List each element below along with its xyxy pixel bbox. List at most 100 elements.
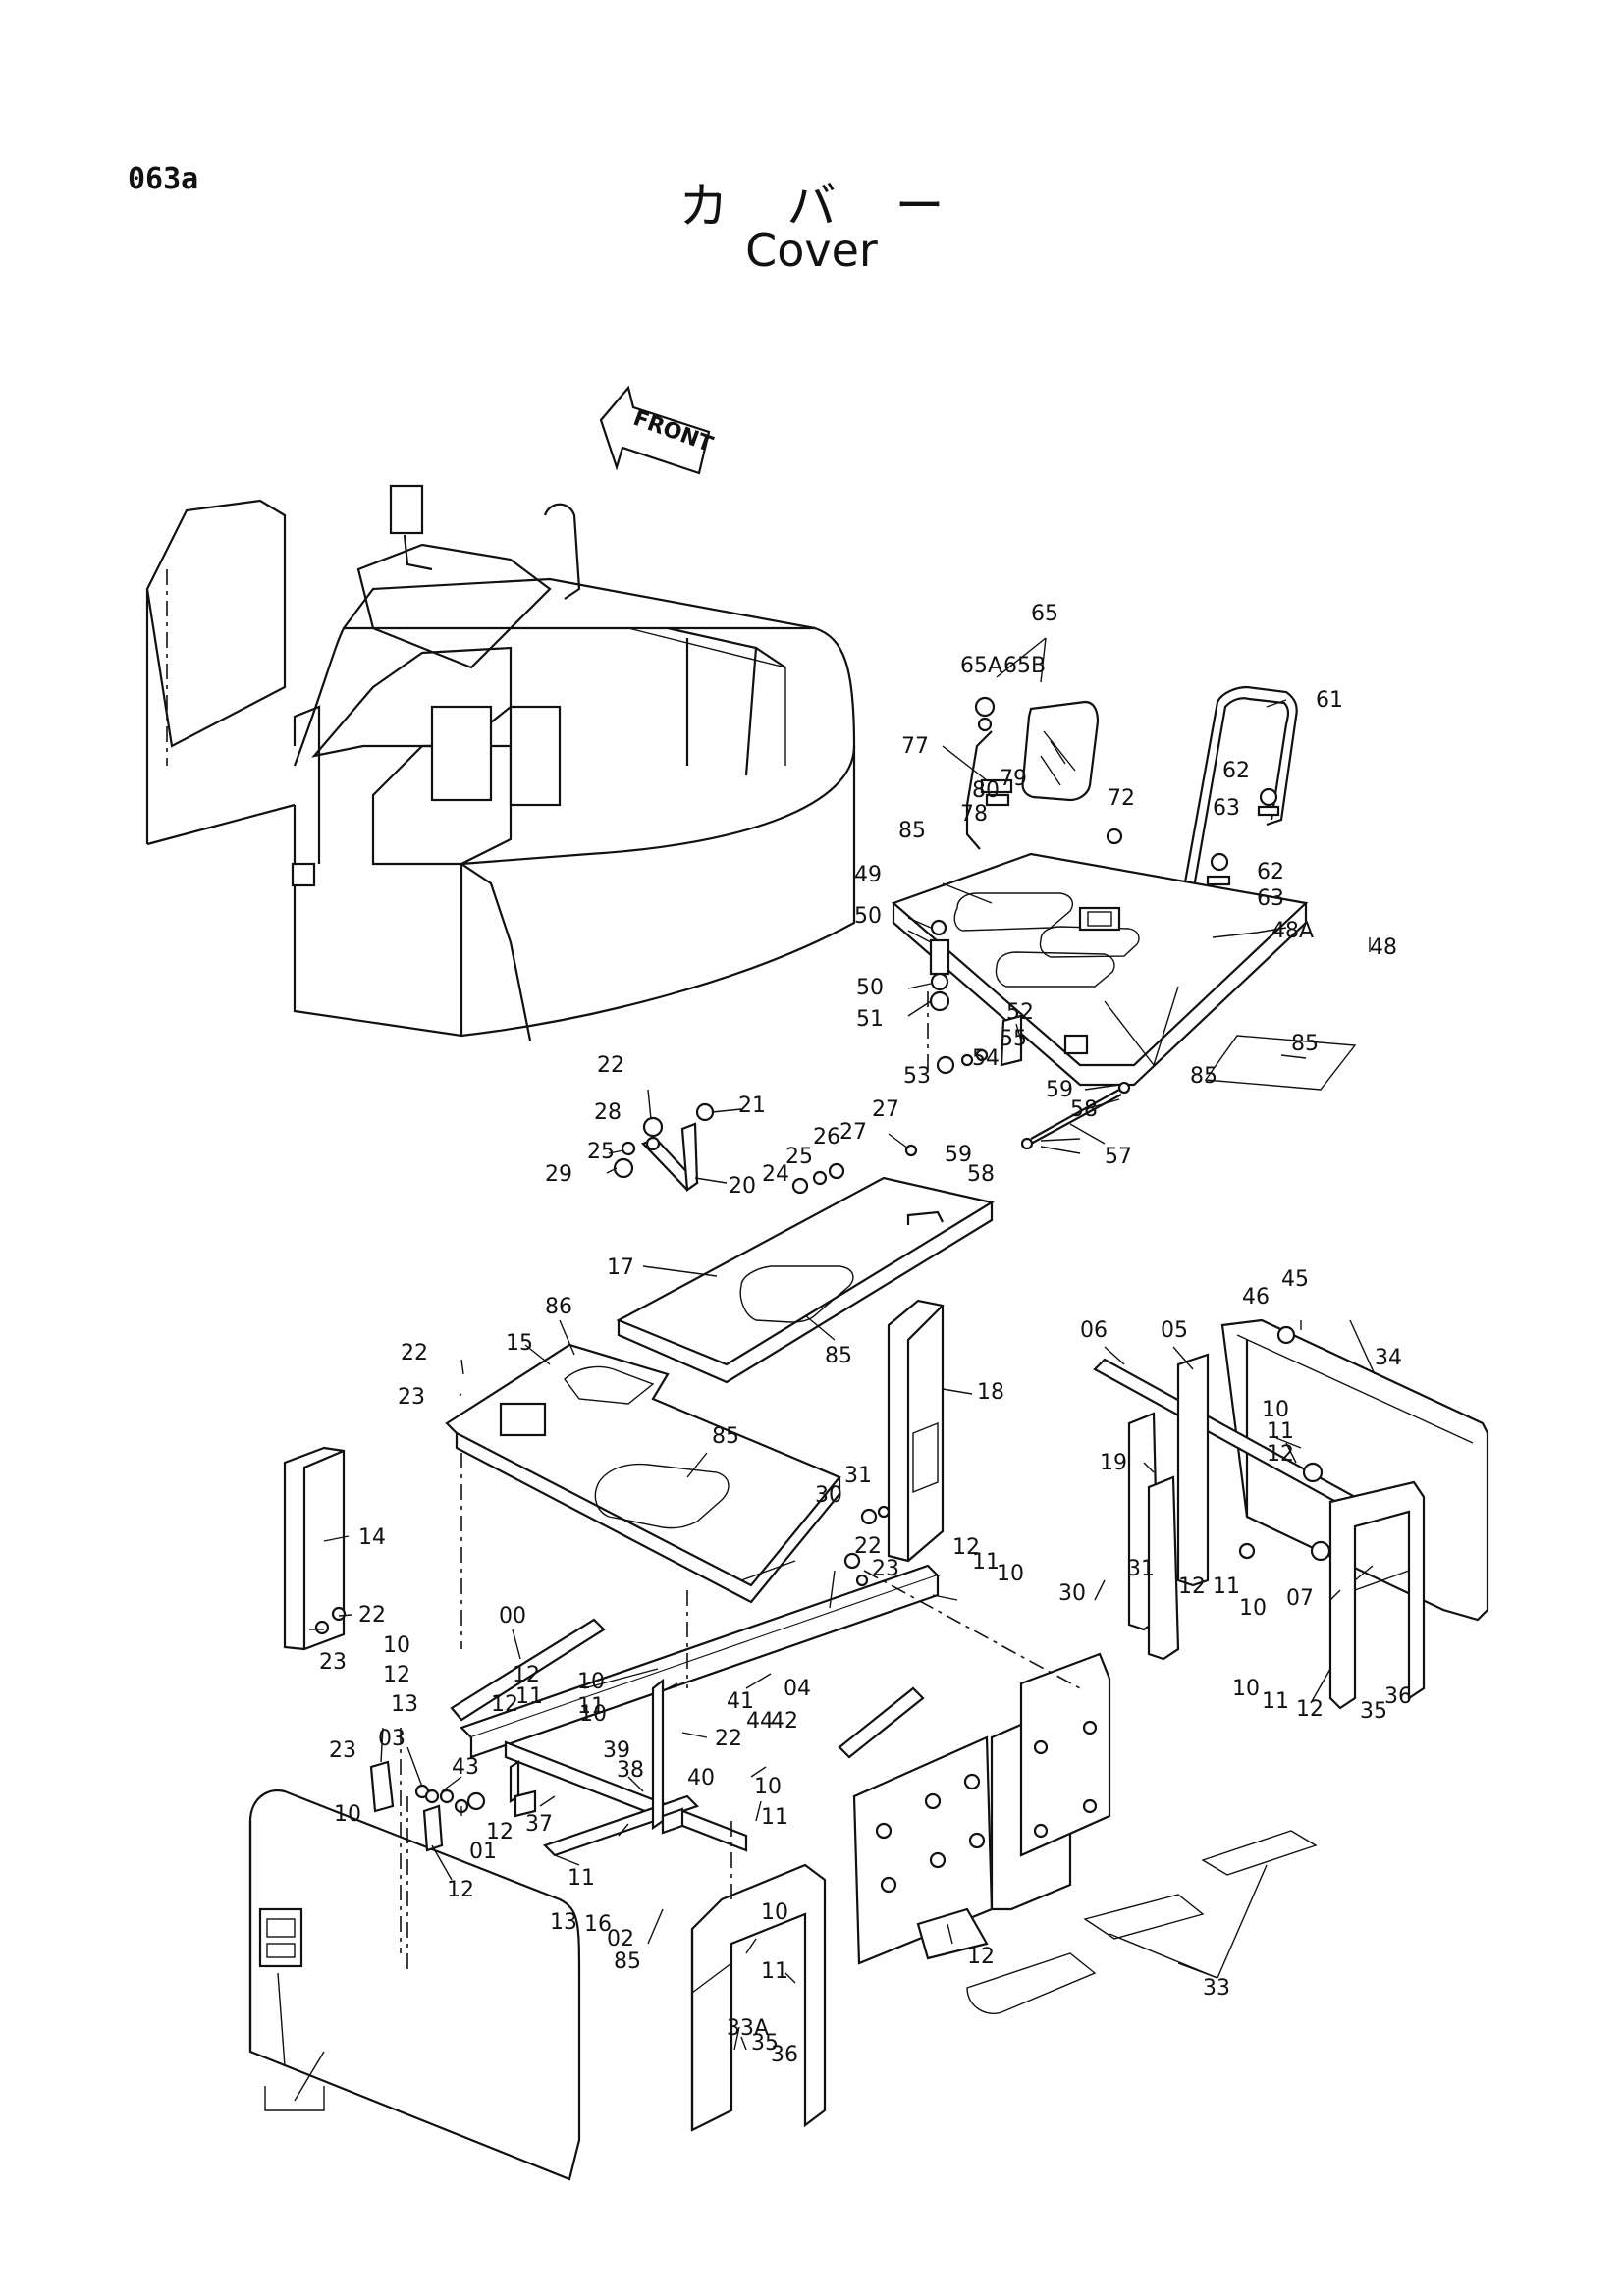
callout: 12 bbox=[967, 1945, 995, 1969]
callout: 18 bbox=[977, 1380, 1004, 1405]
callout: 10 bbox=[1239, 1596, 1267, 1621]
frame-02 bbox=[690, 1863, 827, 2132]
callout: 85 bbox=[712, 1424, 739, 1449]
callout: 51 bbox=[856, 1007, 884, 1032]
bracket-20 bbox=[613, 1102, 715, 1193]
callout: 72 bbox=[1108, 786, 1135, 811]
main-frame bbox=[450, 1552, 941, 1857]
callout: 12 bbox=[513, 1663, 540, 1687]
part-72-grommet bbox=[1106, 828, 1123, 845]
callout: 10 bbox=[997, 1562, 1024, 1586]
callout: 07 bbox=[1286, 1586, 1314, 1611]
callout: 13 bbox=[550, 1910, 577, 1935]
callout: 12 bbox=[486, 1820, 514, 1844]
callout: 63 bbox=[1213, 796, 1240, 821]
callout: 29 bbox=[545, 1162, 572, 1187]
callout: 22 bbox=[715, 1727, 742, 1751]
page-title-japanese: カバー bbox=[678, 178, 1003, 235]
callout: 12 bbox=[491, 1692, 518, 1717]
callout: 41 bbox=[727, 1689, 754, 1714]
callout: 65A bbox=[960, 654, 1002, 678]
callout: 02 bbox=[607, 1927, 634, 1951]
callout: 30 bbox=[1058, 1581, 1086, 1606]
callout: 48A bbox=[1271, 919, 1314, 943]
callout: 10 bbox=[1232, 1677, 1260, 1701]
callout: 12 bbox=[447, 1878, 474, 1902]
callout: 11 bbox=[568, 1866, 595, 1891]
callout: 28 bbox=[594, 1100, 622, 1125]
page-title-english: Cover bbox=[745, 224, 878, 277]
callout: 26 bbox=[813, 1125, 840, 1149]
callout: 22 bbox=[597, 1053, 624, 1078]
callout: 46 bbox=[1242, 1285, 1270, 1309]
callout: 10 bbox=[383, 1633, 410, 1658]
callout: 23 bbox=[319, 1650, 347, 1675]
callout: 40 bbox=[687, 1766, 715, 1790]
callout: 42 bbox=[771, 1709, 798, 1734]
bracket-33 bbox=[264, 2086, 325, 2111]
callout: 11 bbox=[1262, 1689, 1289, 1714]
callout: 27 bbox=[839, 1120, 867, 1145]
callout: 63 bbox=[1257, 886, 1284, 911]
callout: 86 bbox=[545, 1295, 572, 1319]
callout: 11 bbox=[1267, 1419, 1294, 1444]
callout: 11 bbox=[1213, 1575, 1240, 1599]
callout: 10 bbox=[577, 1670, 605, 1694]
callout: 65B bbox=[1003, 654, 1046, 678]
callout: 17 bbox=[607, 1255, 634, 1280]
callout: 10 bbox=[1262, 1398, 1289, 1422]
callout: 03 bbox=[378, 1727, 406, 1751]
callout: 57 bbox=[1105, 1145, 1132, 1169]
callout: 53 bbox=[903, 1064, 931, 1089]
callout: 48 bbox=[1370, 935, 1397, 960]
callout: 38 bbox=[617, 1758, 644, 1783]
callout: 79 bbox=[1000, 767, 1027, 791]
callout: 50 bbox=[856, 976, 884, 1000]
callout: 06 bbox=[1080, 1318, 1108, 1343]
sticker-85-right bbox=[1204, 1035, 1357, 1091]
callout: 31 bbox=[844, 1464, 872, 1488]
callout-labels: 65 65A 65B 61 77 80 79 72 62 63 62 63 78… bbox=[319, 602, 1412, 2067]
front-arrow: FRONT bbox=[599, 385, 716, 475]
callout: 11 bbox=[577, 1694, 605, 1719]
callout: 05 bbox=[1161, 1318, 1188, 1343]
callout: 10 bbox=[754, 1775, 782, 1799]
callout: 19 bbox=[1100, 1451, 1127, 1475]
callout: 22 bbox=[358, 1603, 386, 1628]
callout: 44 bbox=[746, 1709, 774, 1734]
callout: 85 bbox=[1190, 1064, 1217, 1089]
callout: 85 bbox=[1291, 1032, 1319, 1056]
callout: 23 bbox=[872, 1557, 899, 1581]
leader-lines bbox=[277, 637, 1376, 2102]
callout: 62 bbox=[1257, 860, 1284, 884]
callout: 39 bbox=[603, 1738, 630, 1763]
latch-parts bbox=[369, 1760, 537, 1852]
callout: 23 bbox=[398, 1385, 425, 1410]
callout: 35 bbox=[751, 2031, 779, 2056]
callout: 61 bbox=[1316, 688, 1343, 713]
callout: 85 bbox=[898, 819, 926, 843]
callout: 11 bbox=[515, 1684, 543, 1709]
callout: 49 bbox=[854, 863, 882, 887]
page-code: 063a bbox=[128, 162, 199, 196]
callout: 33 bbox=[1203, 1976, 1230, 2001]
top-cover-48 bbox=[891, 852, 1309, 1087]
callout: 23 bbox=[329, 1738, 356, 1763]
callout: 55 bbox=[1000, 1027, 1027, 1051]
callout: 36 bbox=[1384, 1684, 1412, 1709]
callout: 12 bbox=[1178, 1575, 1206, 1599]
callout: 12 bbox=[952, 1535, 980, 1560]
callout: 00 bbox=[499, 1604, 526, 1629]
callout: 85 bbox=[614, 1949, 641, 1974]
callout: 10 bbox=[579, 1702, 607, 1727]
callout: 31 bbox=[1127, 1557, 1155, 1581]
hinge-hardware bbox=[929, 919, 1131, 1150]
callout: 58 bbox=[967, 1162, 995, 1187]
callout: 12 bbox=[1267, 1442, 1294, 1467]
callout: 12 bbox=[383, 1663, 410, 1687]
callout: 25 bbox=[587, 1140, 615, 1164]
callout: 21 bbox=[738, 1094, 766, 1118]
callout: 22 bbox=[854, 1534, 882, 1559]
callout: 01 bbox=[469, 1840, 497, 1864]
